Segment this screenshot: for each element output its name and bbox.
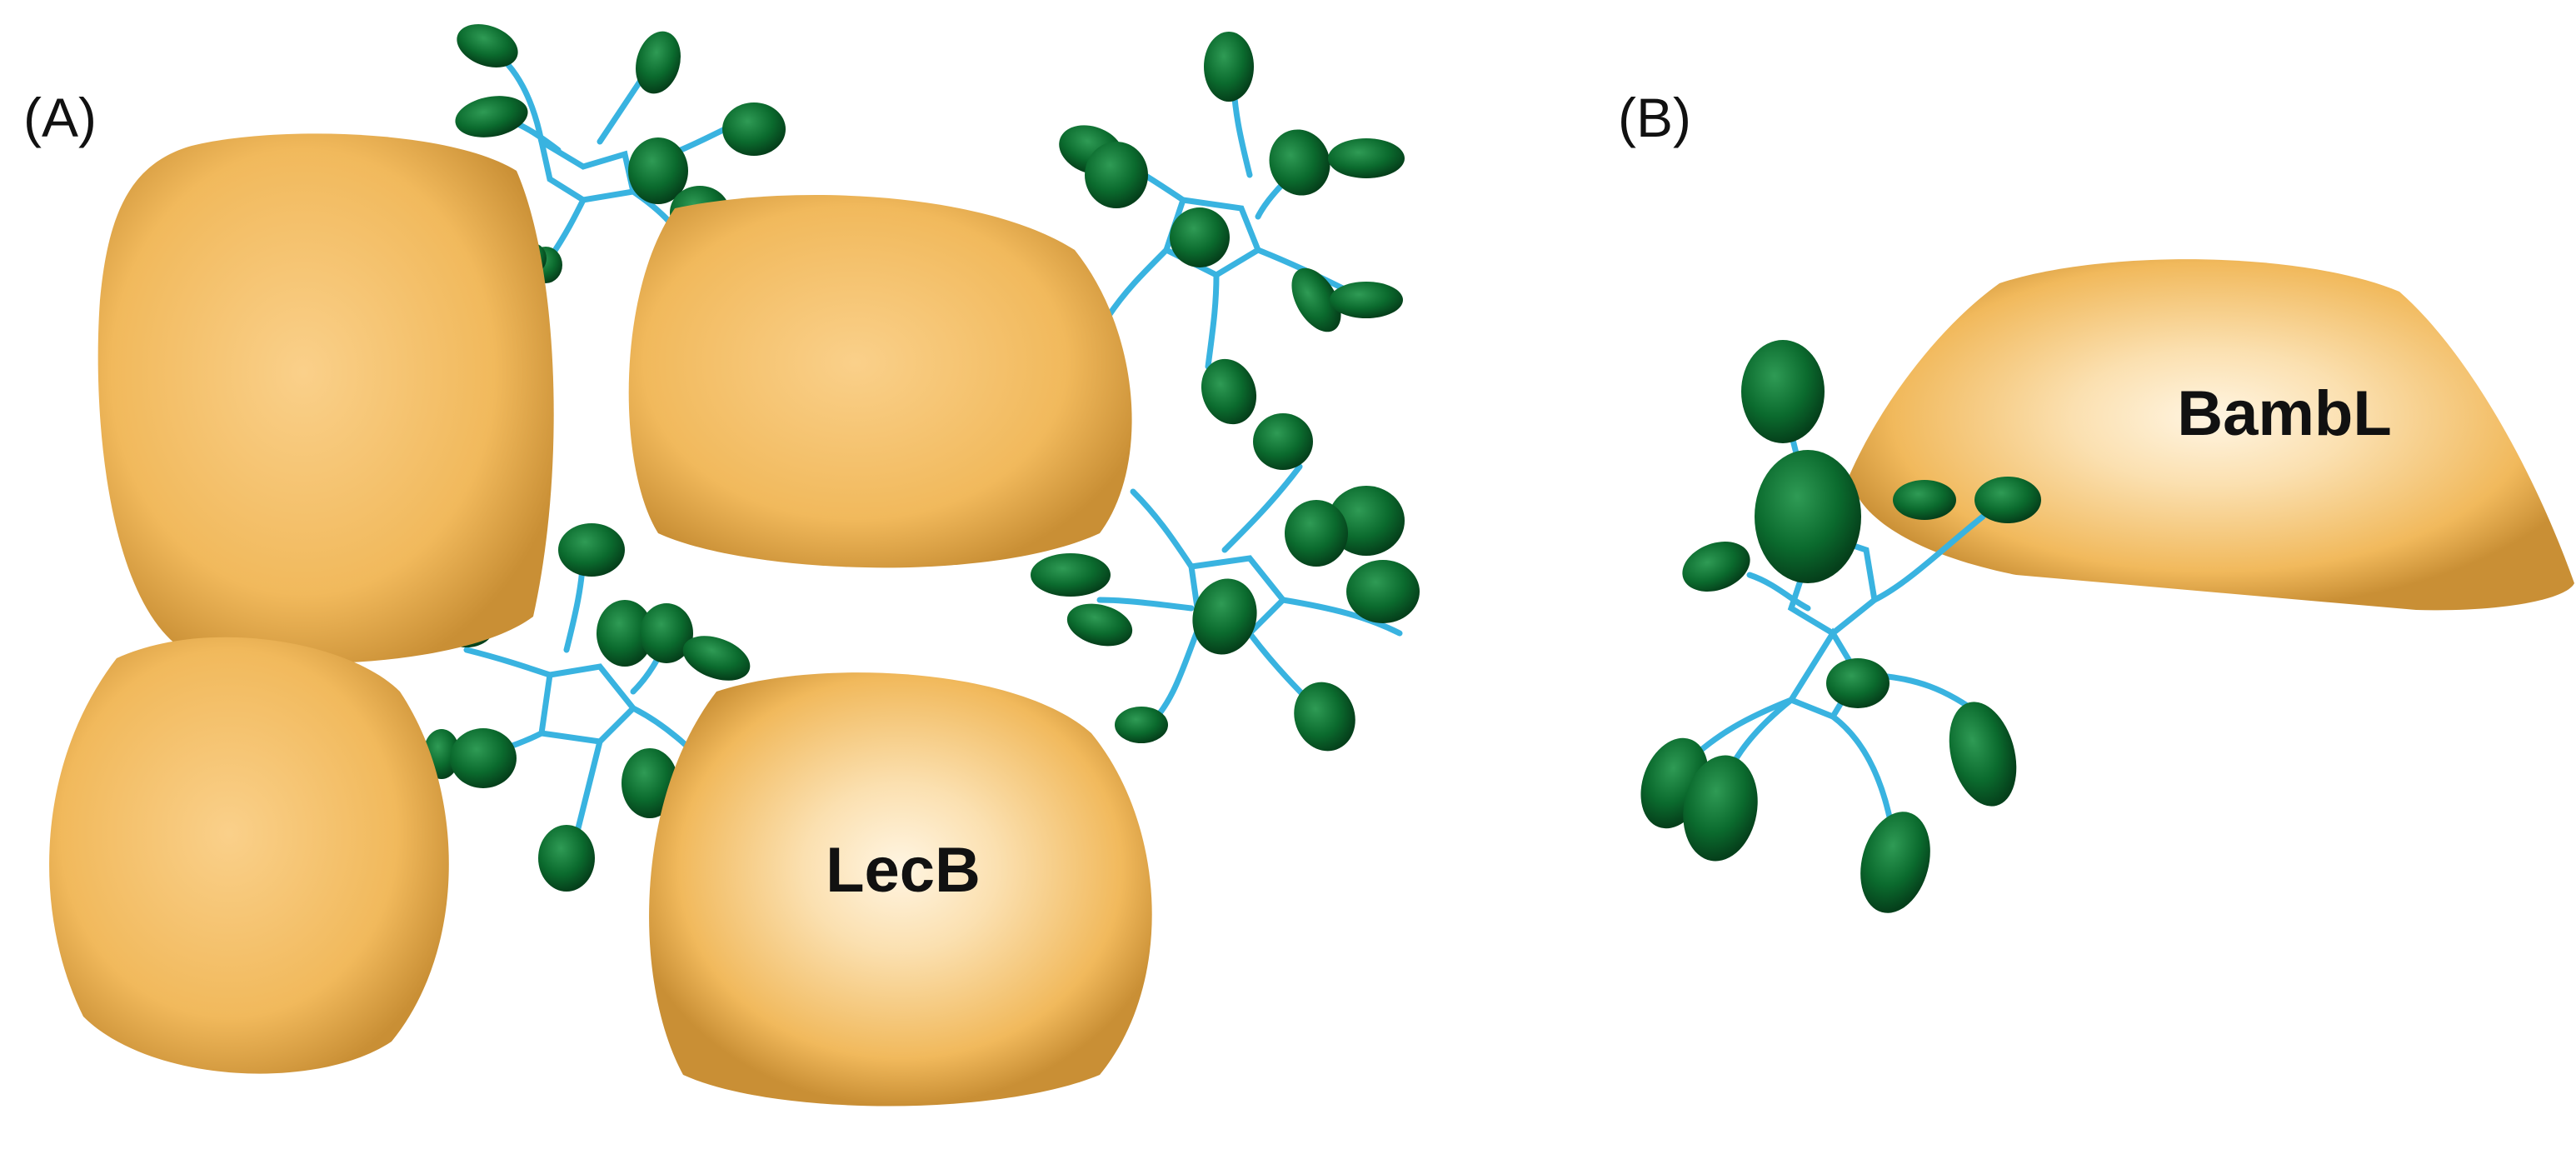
sugar-ligand: [450, 728, 517, 788]
sugar-ligand: [1328, 138, 1405, 178]
panel-a-label: (A): [23, 87, 97, 148]
linker-chain: [1130, 488, 1195, 570]
linker-chain: [1830, 713, 1895, 828]
panel-b-sugars: [1640, 340, 2041, 913]
sugar-ligand: [1294, 682, 1355, 752]
linker-chain: [1146, 622, 1203, 728]
sugar-ligand: [1682, 542, 1750, 592]
lecb-subunit-bottom-right: [649, 672, 1152, 1107]
panel-b-protein: BambL: [1850, 259, 2574, 611]
panel-b-label: (B): [1618, 87, 1691, 148]
panel-a-proteins: LecB: [49, 133, 1152, 1107]
sugar-ligand: [1741, 340, 1825, 443]
lecb-label: LecB: [826, 835, 981, 906]
sugar-ligand: [1285, 500, 1348, 567]
sugar-ligand: [682, 636, 751, 681]
bambl-label: BambL: [2177, 378, 2392, 449]
linker-chain: [537, 135, 637, 203]
linker-chain: [1221, 463, 1303, 553]
sugar-ligand: [1085, 142, 1148, 208]
linker-chain: [1787, 529, 1878, 637]
sugar-ligand: [640, 603, 693, 663]
linker-chain: [1096, 597, 1195, 612]
sugar-ligand: [455, 96, 528, 137]
sugar-ligand: [1893, 480, 1956, 520]
sugar-ligand: [1170, 207, 1230, 267]
sugar-ligand: [628, 137, 688, 204]
bambl-shell: [1850, 259, 2574, 611]
sugar-ligand: [1755, 450, 1861, 583]
sugar-ligand: [457, 23, 518, 68]
sugar-ligand: [1330, 282, 1403, 318]
linker-chain: [572, 738, 603, 845]
linker-chain: [1162, 197, 1262, 278]
sugar-ligand: [597, 600, 653, 667]
sugar-ligand: [722, 102, 786, 156]
sugar-ligand: [1253, 413, 1313, 470]
sugar-ligand: [1066, 603, 1133, 647]
linker-chain: [1746, 572, 1811, 612]
linker-chain: [1871, 513, 1986, 603]
sugar-ligand: [558, 523, 625, 577]
linker-chain: [1105, 247, 1170, 320]
sugar-ligand: [1860, 812, 1930, 913]
lecb-subunit-top-right: [628, 195, 1132, 568]
sugar-ligand: [1974, 477, 2041, 523]
lecb-subunit-top-left: [97, 133, 554, 664]
sugar-ligand: [1683, 755, 1758, 862]
sugar-ligand: [1031, 553, 1111, 597]
sugar-ligand: [1291, 267, 1341, 332]
sugar-ligand: [538, 825, 595, 892]
sugar-ligand: [1346, 560, 1420, 623]
linker-chain: [1205, 272, 1220, 370]
sugar-ligand: [1826, 658, 1890, 708]
linker-chain: [547, 197, 587, 262]
sugar-ligand: [1192, 578, 1257, 655]
linker-chain: [538, 663, 637, 745]
sugar-ligand: [1269, 129, 1330, 196]
sugar-ligand: [1201, 358, 1257, 425]
lecb-subunit-bottom-left: [49, 637, 449, 1074]
linker-chain: [1280, 597, 1403, 637]
sugar-ligand: [622, 748, 678, 818]
linker-chain: [463, 647, 553, 678]
sugar-ligand: [1204, 32, 1254, 102]
sugar-ligand: [1949, 702, 2017, 807]
sugar-ligand: [636, 31, 681, 94]
sugar-ligand: [1115, 707, 1168, 743]
